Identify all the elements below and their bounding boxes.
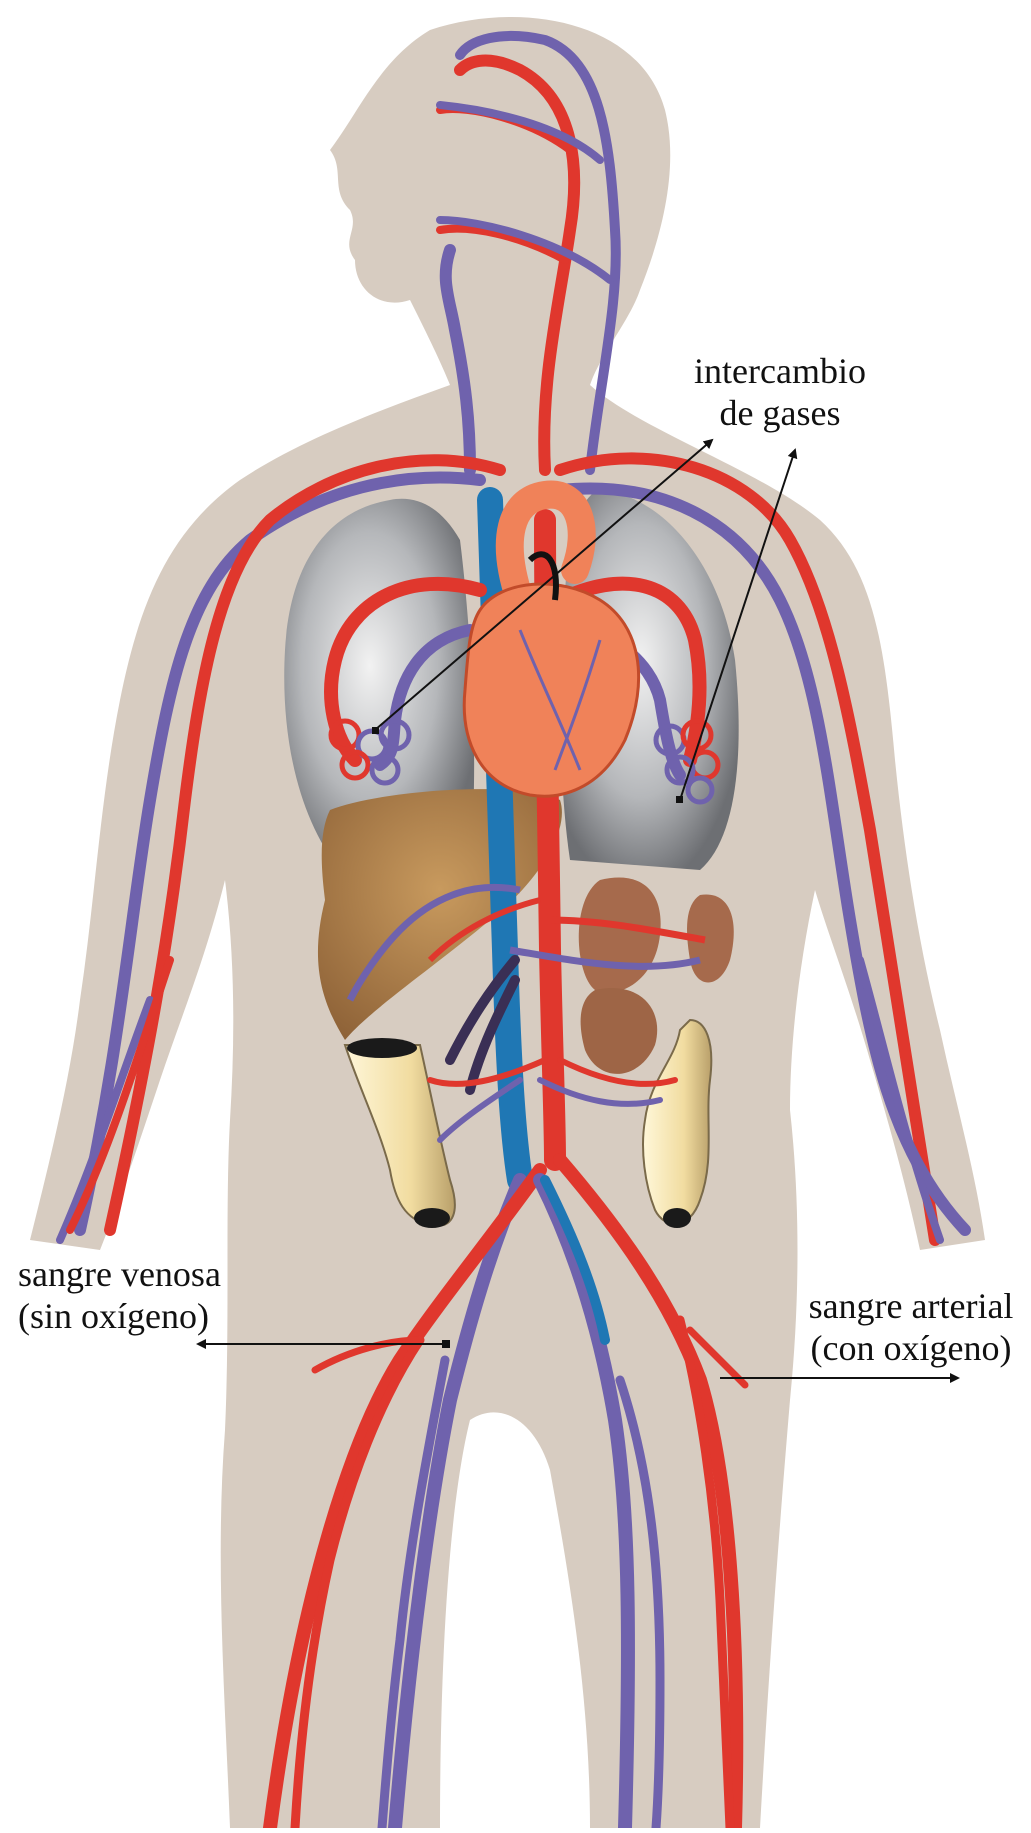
arterial-blood-label-line2: (con oxígeno) <box>810 1328 1012 1368</box>
jugular-vein <box>439 244 476 476</box>
venous-blood-label: sangre venosa (sin oxígeno) <box>18 1253 221 1337</box>
renal-artery <box>549 916 706 944</box>
hepatic-vessel-vein <box>346 883 521 1002</box>
gas-exchange-label: intercambio de gases <box>680 350 880 434</box>
pulmonary-artery-right <box>324 576 487 767</box>
colon-opening-left <box>347 1038 417 1058</box>
hepatic-vessel-artery <box>427 897 541 963</box>
mesenteric-vessels <box>427 1057 678 1143</box>
gas-exchange-marker-2 <box>676 796 683 803</box>
left-leg-artery <box>553 1153 744 1833</box>
pulmonary-vein-right <box>374 624 476 771</box>
gas-exchange-marker-1 <box>372 727 379 734</box>
gas-exchange-label-line1: intercambio <box>694 351 866 391</box>
colon-opening-right <box>663 1208 691 1228</box>
arterial-blood-label-line1: sangre arterial <box>808 1286 1014 1326</box>
left-leg-blue-channel <box>540 1175 610 1345</box>
right-leg-branch-artery <box>311 1336 424 1374</box>
left-arm-vein-2 <box>56 996 154 1244</box>
face-artery-2 <box>436 224 569 264</box>
head-vein <box>455 30 621 475</box>
heart-aorta-black <box>527 551 559 601</box>
venous-blood-label-line2: (sin oxígeno) <box>18 1296 209 1336</box>
aortic-arch <box>495 480 596 614</box>
right-lung <box>284 498 475 870</box>
left-arm-artery-2 <box>66 956 174 1234</box>
colon-opening-bottom <box>414 1208 450 1228</box>
left-leg-branch-artery <box>686 1326 749 1389</box>
venous-blood-marker <box>442 1340 450 1348</box>
right-leg-vein <box>388 1173 527 1833</box>
kidney-lower <box>580 988 658 1074</box>
right-arm-artery <box>554 452 941 1246</box>
left-leg-vein-2 <box>615 1375 665 1833</box>
gas-exchange-pointer-1 <box>374 438 714 731</box>
left-leg-artery-2 <box>675 1315 735 1833</box>
carotid-artery <box>454 54 581 476</box>
left-leg-vein <box>533 1173 635 1833</box>
gas-exchange-pointer-2 <box>679 448 798 801</box>
right-arm-vein <box>554 482 971 1236</box>
arterial-blood-label: sangre arterial (con oxígeno) <box>792 1285 1030 1369</box>
renal-vein <box>509 946 701 970</box>
left-arm-vein <box>74 471 486 1236</box>
right-leg-vein-2 <box>377 1355 450 1833</box>
heart <box>462 582 641 798</box>
gas-exchange-label-line2: de gases <box>719 393 841 433</box>
face-vein-1 <box>436 101 604 164</box>
face-vein-2 <box>436 216 614 284</box>
dark-vein-cluster <box>445 955 520 1095</box>
right-leg-artery-2 <box>290 1335 425 1833</box>
right-leg-artery <box>263 1163 547 1833</box>
right-arm-vein-2 <box>856 956 944 1244</box>
heart-detail <box>518 629 602 771</box>
venous-blood-label-line1: sangre venosa <box>18 1254 221 1294</box>
